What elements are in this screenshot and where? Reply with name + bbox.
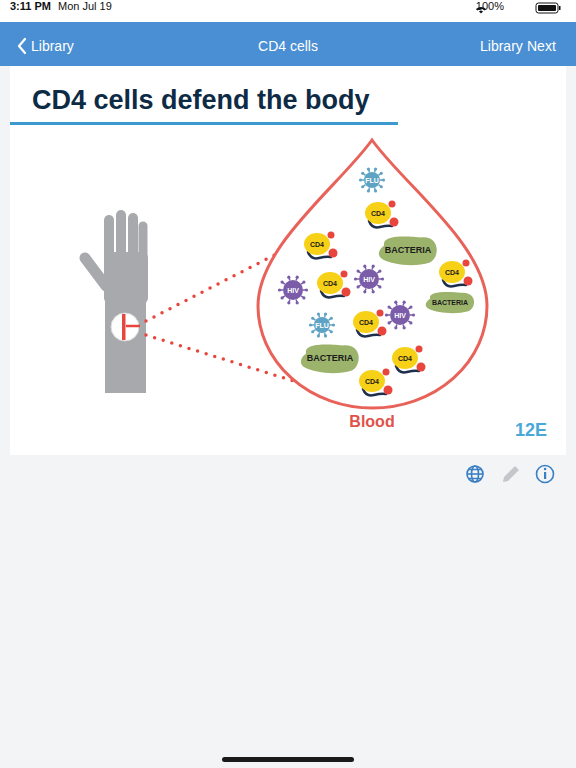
cell-text-group: CD4 <box>323 280 337 287</box>
status-date: Mon Jul 19 <box>58 0 112 12</box>
cell-label: CD4 <box>445 269 459 276</box>
cell-text-group: CD4 <box>359 319 373 326</box>
cd4-cell: CD4 <box>317 272 343 294</box>
status-time: 3:11 PM <box>10 0 51 12</box>
cell-label: HIV <box>394 312 406 319</box>
cd4-cell: CD4 <box>365 202 391 224</box>
cell-text-group: HIV <box>287 287 299 294</box>
cd4-cell: CD4 <box>359 370 385 392</box>
back-button: Library <box>31 38 74 54</box>
cd4-cell: CD4 <box>304 233 330 255</box>
library-button: Library <box>480 38 523 54</box>
cell-label: BACTERIA <box>385 246 432 255</box>
cd4-cell: CD4 <box>439 261 465 283</box>
blood-drop: BloodFLUCD4CD4BACTERIACD4HIVCD4HIVBACTER… <box>255 136 491 436</box>
cell-text-group: CD4 <box>365 378 379 385</box>
flu-virus: FLU <box>310 313 334 337</box>
bacteria: BACTERIA <box>425 291 476 313</box>
cell-text-group: CD4 <box>310 241 324 248</box>
cell-label: CD4 <box>359 319 373 326</box>
screen-title: CD4 cells <box>258 38 318 54</box>
cell-label: FLU <box>365 177 379 184</box>
hiv-virus: HIV <box>279 276 307 304</box>
cell-text-group: CD4 <box>398 355 412 362</box>
cell-label: BACTERIA <box>432 299 468 306</box>
battery-level: 100% <box>476 0 504 12</box>
drop-label: Blood <box>349 413 394 431</box>
cell-label: FLU <box>315 322 329 329</box>
cell-text-group: CD4 <box>445 269 459 276</box>
cell-text-group: BACTERIA <box>432 299 468 306</box>
cell-text-group: FLU <box>365 177 379 184</box>
cell-text-group: BACTERIA <box>307 354 354 363</box>
cell-label: CD4 <box>323 280 337 287</box>
cd4-cell: CD4 <box>353 311 379 333</box>
cd4-cell: CD4 <box>392 347 418 369</box>
cell-text-group: HIV <box>394 312 406 319</box>
cell-label: HIV <box>287 287 299 294</box>
cell-label: CD4 <box>398 355 412 362</box>
cell-text-group: CD4 <box>371 210 385 217</box>
cell-text-group: HIV <box>363 276 375 283</box>
bacteria: BACTERIA <box>378 235 439 265</box>
bacteria: BACTERIA <box>300 343 361 373</box>
cell-text-group: FLU <box>315 322 329 329</box>
next-button: Next <box>527 38 556 54</box>
hiv-virus: HIV <box>386 301 414 329</box>
cell-text-group: BACTERIA <box>385 246 432 255</box>
cell-label: CD4 <box>365 378 379 385</box>
cell-label: CD4 <box>371 210 385 217</box>
flu-virus: FLU <box>360 168 384 192</box>
cell-label: CD4 <box>310 241 324 248</box>
cell-label: BACTERIA <box>307 354 354 363</box>
cell-label: HIV <box>363 276 375 283</box>
hiv-virus: HIV <box>355 265 383 293</box>
page-code: 12E <box>515 420 547 441</box>
page-title: CD4 cells defend the body <box>32 85 370 116</box>
